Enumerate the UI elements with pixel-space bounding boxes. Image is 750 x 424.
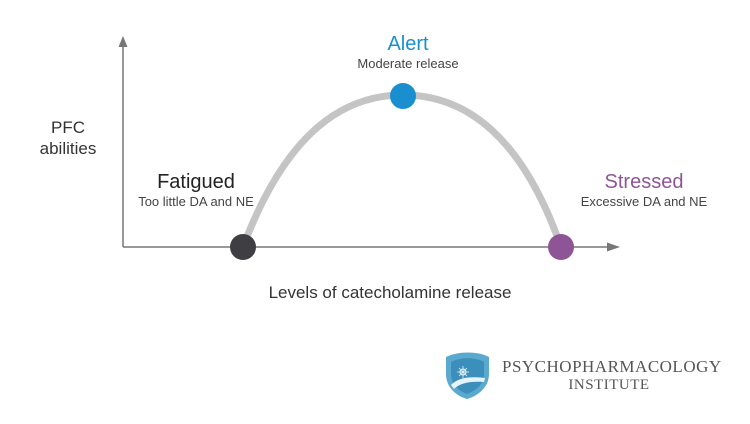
fatigued-description: Too little DA and NE <box>138 194 254 209</box>
institute-logo-icon <box>446 352 489 399</box>
alert-marker <box>390 83 416 109</box>
stressed-title: Stressed <box>604 171 684 193</box>
alert-title: Alert <box>387 33 429 55</box>
y-axis-label-line-1: PFC <box>51 118 85 137</box>
logo-line-2: INSTITUTE <box>568 377 650 393</box>
fatigued-marker <box>230 234 256 260</box>
x-axis-label: Levels of catecholamine release <box>268 283 512 302</box>
y-axis-arrow <box>118 36 128 47</box>
fatigued-title: Fatigued <box>157 171 235 193</box>
y-axis-label-line-2: abilities <box>39 139 97 158</box>
y-axis-label: PFC abilities <box>28 117 108 159</box>
x-axis-arrow <box>607 242 620 252</box>
stressed-description: Excessive DA and NE <box>580 194 708 209</box>
stressed-marker <box>548 234 574 260</box>
alert-description: Moderate release <box>357 56 459 71</box>
logo-line-1: PSYCHOPHARMACOLOGY <box>502 357 722 376</box>
